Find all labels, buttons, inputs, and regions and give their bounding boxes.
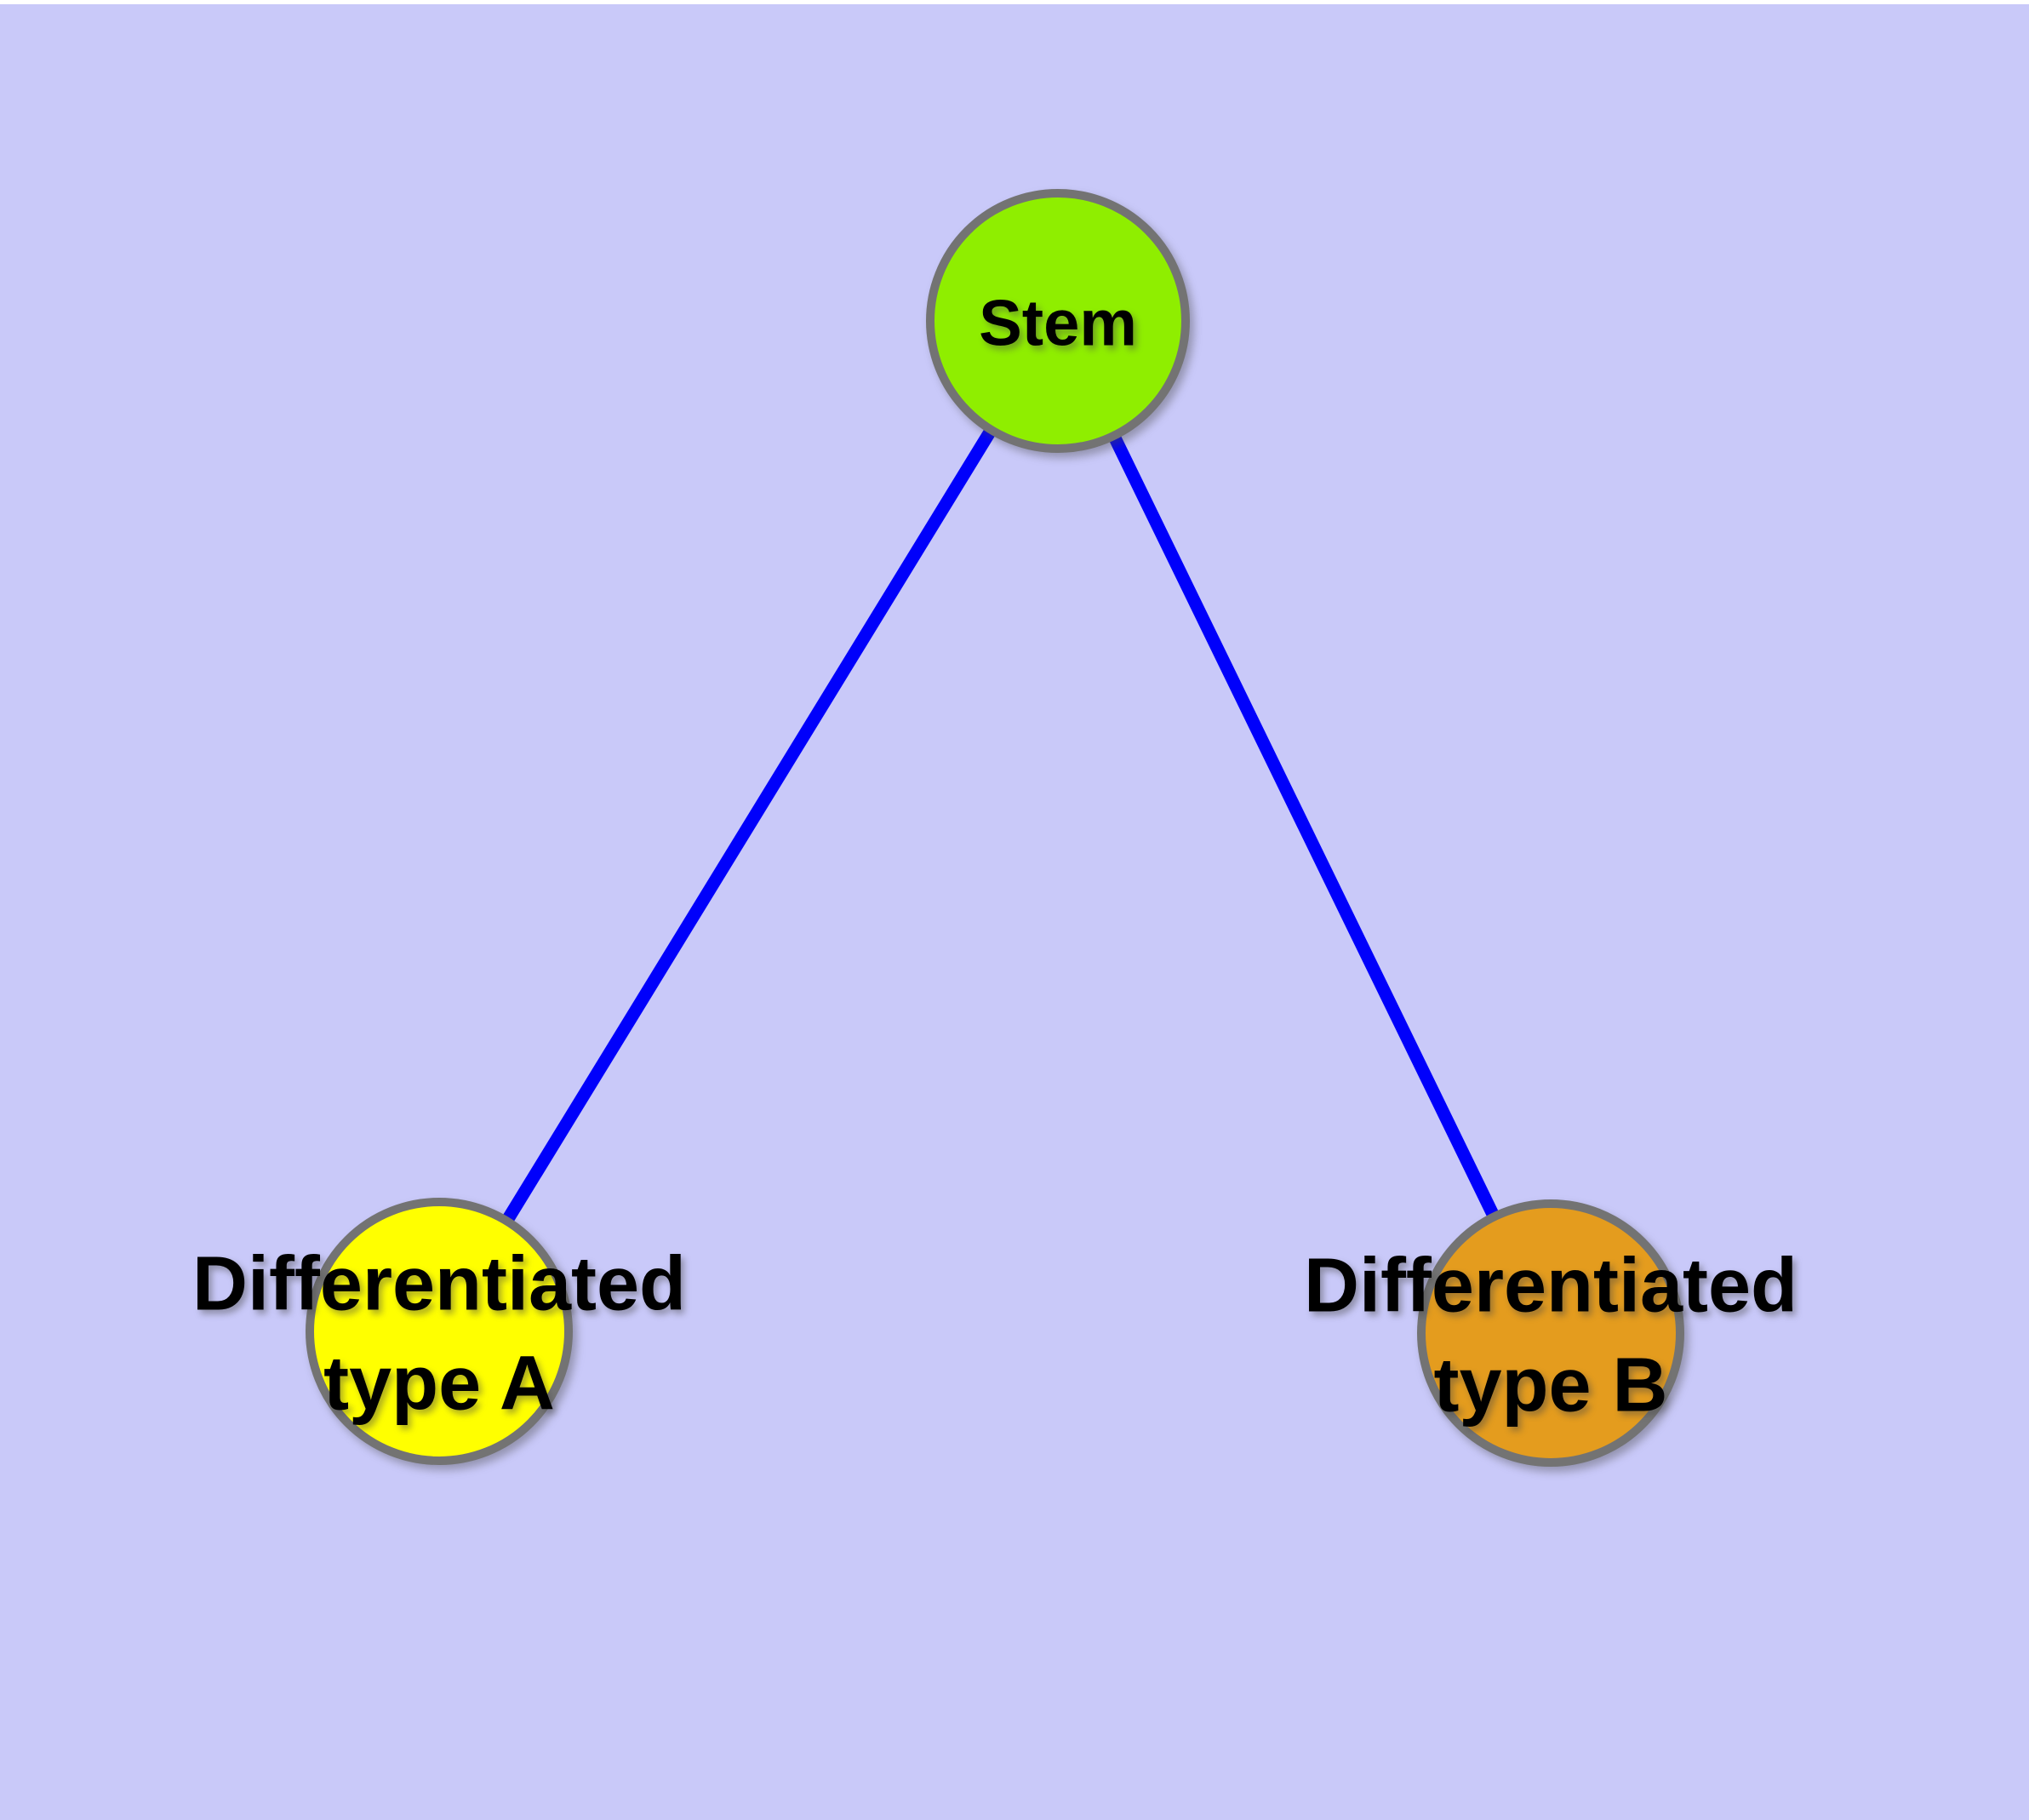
top-margin-strip	[0, 0, 2029, 4]
node-circle-differentiated-type-a[interactable]	[306, 1198, 573, 1465]
node-circle-stem[interactable]	[926, 189, 1190, 453]
edge-stem-to-differentiated-type-a[interactable]	[433, 318, 1064, 1335]
node-circle-differentiated-type-b[interactable]	[1417, 1199, 1684, 1467]
node-label-stem: Stem	[979, 288, 1137, 360]
node-stem[interactable]: Stem	[926, 189, 1190, 453]
edge-stem-to-differentiated-type-b[interactable]	[1052, 318, 1557, 1336]
